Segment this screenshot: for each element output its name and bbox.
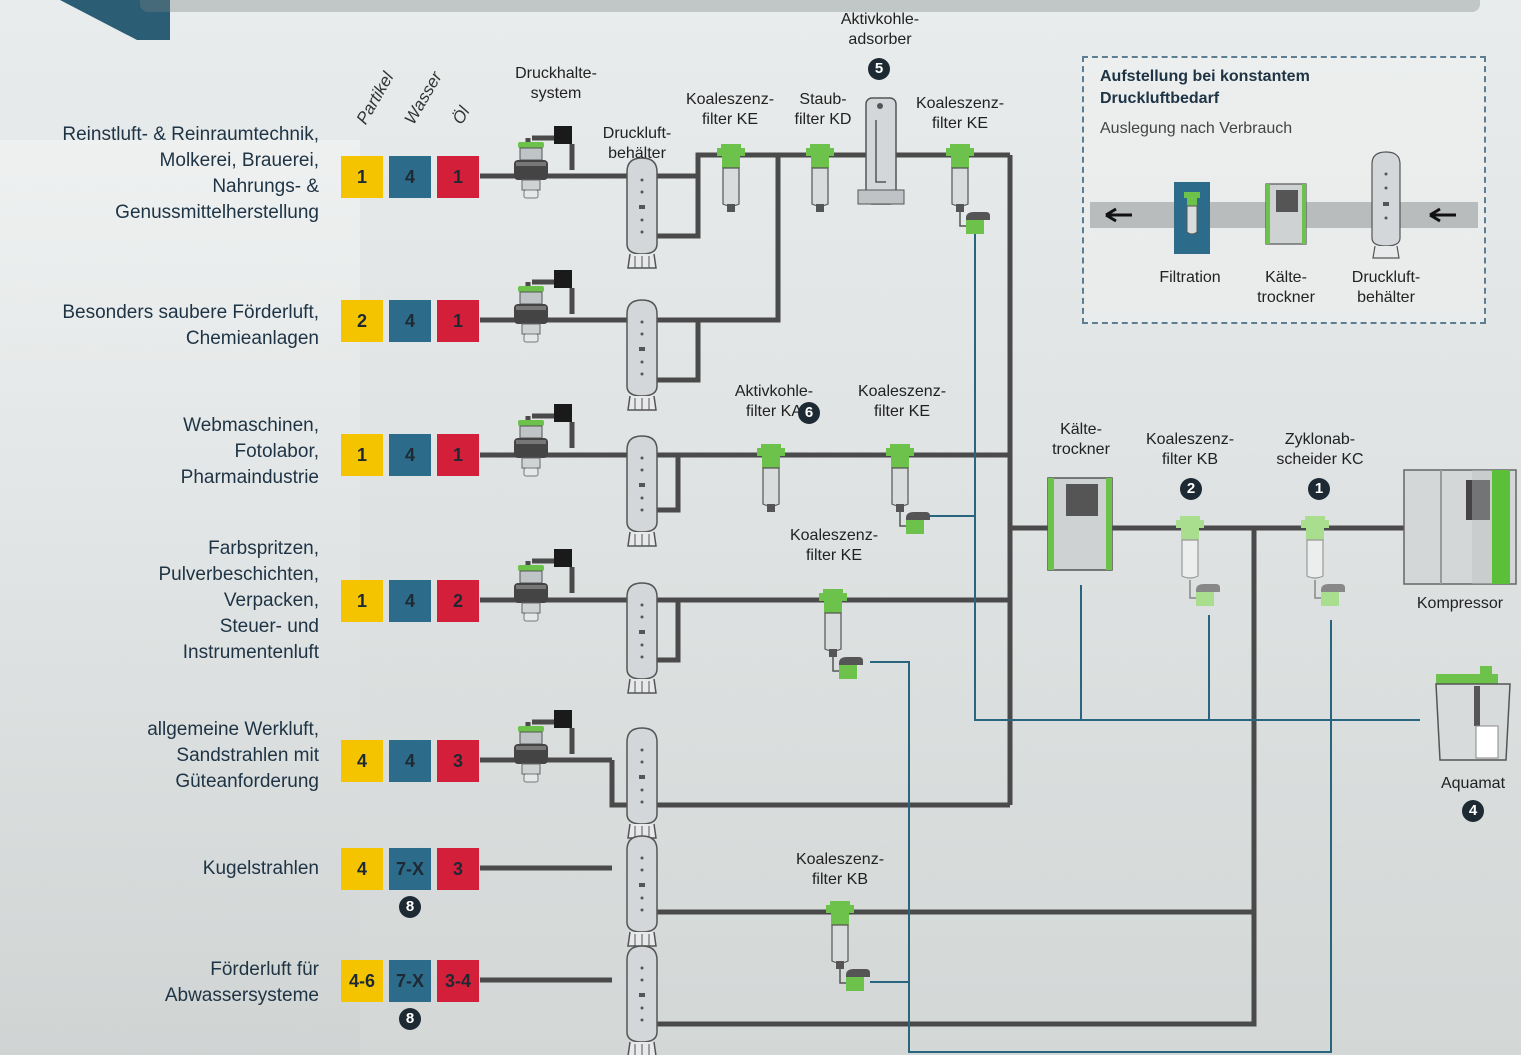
refrigeration-dryer [1047, 477, 1113, 571]
class-oil-2: 1 [437, 300, 479, 342]
class-oil-5: 3 [437, 740, 479, 782]
class-oil-1: 1 [437, 156, 479, 198]
label-aktivkohlefilter-ka: Aktivkohle-filter KA [734, 383, 814, 420]
label-kaeltetrockner: Kälte-trockner [1052, 421, 1110, 458]
application-4: Farbspritzen,Pulverbeschichten,Verpacken… [158, 538, 319, 663]
class-particles-3: 1 [341, 434, 383, 476]
label-aquamat: Aquamat [1440, 775, 1506, 792]
class-water-6: 7-X [389, 848, 431, 890]
class-water-5: 4 [389, 740, 431, 782]
class-particles-6: 4 [341, 848, 383, 890]
class-water-4: 4 [389, 580, 431, 622]
class-particles-5: 4 [341, 740, 383, 782]
legend-label-dryer: Kälte-trockner [1257, 269, 1315, 306]
application-1: Reinstluft- & Reinraumtechnik,Molkerei, … [62, 124, 319, 223]
label-staubfilter-kd: Staub-filter KD [794, 91, 852, 128]
class-oil-4: 2 [437, 580, 479, 622]
class-oil-7: 3-4 [437, 960, 479, 1002]
class-water-2: 4 [389, 300, 431, 342]
class-particles-7: 4-6 [341, 960, 383, 1002]
label-zyklonabscheider: Zyklonab-scheider KC [1276, 431, 1364, 468]
label-kompressor: Kompressor [1416, 595, 1504, 612]
badge-number-ka: 6 [798, 402, 820, 424]
class-particles-1: 1 [341, 156, 383, 198]
badge-number-kb: 2 [1180, 478, 1202, 500]
class-particles-4: 1 [341, 580, 383, 622]
aquamat-unit [1435, 666, 1511, 761]
class-particles-2: 2 [341, 300, 383, 342]
label-aktivkohleadsorber: Aktivkohle-adsorber [840, 11, 920, 48]
badge-number-aquamat: 4 [1462, 800, 1484, 822]
class-water-1: 4 [389, 156, 431, 198]
label-koaleszenzfilter-ke-top2: Koaleszenz-filter KE [915, 95, 1005, 132]
badge-number-row6: 8 [399, 896, 421, 918]
class-oil-6: 3 [437, 848, 479, 890]
application-2: Besonders saubere Förderluft,Chemieanlag… [62, 302, 319, 349]
class-water-7: 7-X [389, 960, 431, 1002]
compressor [1403, 469, 1517, 585]
legend-dryer-icon [1265, 183, 1307, 245]
legend-tank-icon [1371, 151, 1401, 259]
application-3: Webmaschinen,Fotolabor,Pharmaindustrie [180, 415, 319, 488]
label-druckluftbehaelter-top: Druckluft-behälter [602, 125, 672, 162]
application-6: Kugelstrahlen [202, 858, 319, 879]
badge-number-adsorber: 5 [868, 58, 890, 80]
label-druckhaltesystem: Druckhalte-system [515, 65, 597, 102]
class-oil-3: 1 [437, 434, 479, 476]
label-koaleszenzfilter-kb: Koaleszenz-filter KB [1145, 431, 1235, 468]
label-koaleszenzfilter-ke-mid: Koaleszenz-filter KE [857, 383, 947, 420]
legend-filter-icon [1174, 182, 1210, 254]
activated-carbon-adsorber [857, 97, 905, 205]
legend-graphic [1090, 151, 1478, 259]
label-koaleszenzfilter-kb-low: Koaleszenz-filter KB [795, 851, 885, 888]
badge-number-row7: 8 [399, 1008, 421, 1030]
legend-label-tank: Druckluft-behälter [1351, 269, 1421, 306]
label-koaleszenzfilter-ke-low: Koaleszenz-filter KE [789, 527, 879, 564]
class-water-3: 4 [389, 434, 431, 476]
legend-subtitle: Auslegung nach Verbrauch [1100, 120, 1293, 137]
legend-label-filtration: Filtration [1159, 269, 1221, 286]
badge-number-zyklon: 1 [1308, 478, 1330, 500]
label-koaleszenzfilter-ke-top: Koaleszenz-filter KE [685, 91, 775, 128]
